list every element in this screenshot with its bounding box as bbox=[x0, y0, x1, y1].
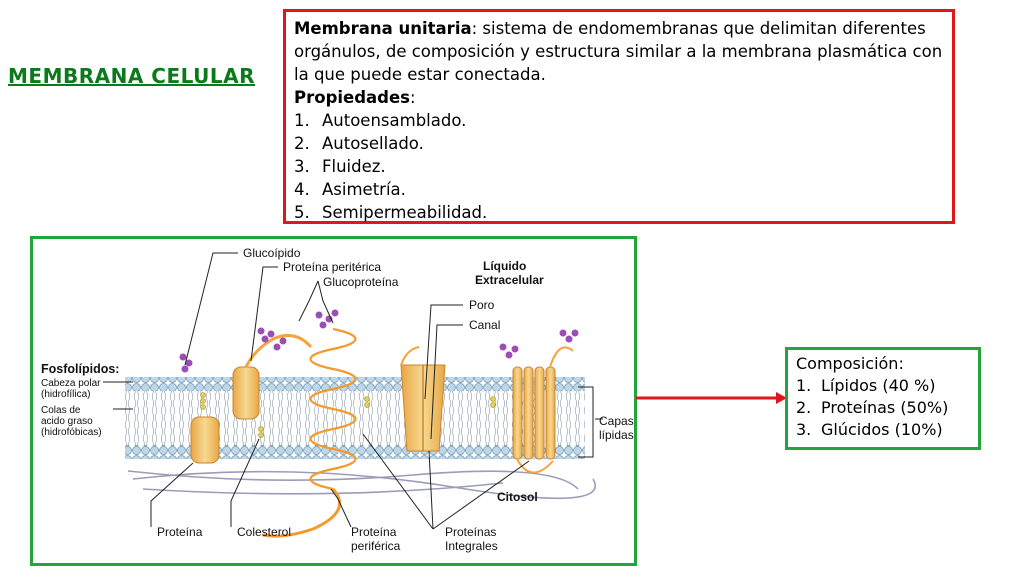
label-glucoproteina: Glucoproteína bbox=[323, 275, 399, 289]
label-colas-1: Colas de bbox=[41, 405, 81, 416]
definition-body: : sistema de endomembranas que delimitan… bbox=[294, 19, 943, 84]
label-proteinas-integrales-1: Proteínas bbox=[445, 525, 496, 539]
list-item: 1.Autoensamblado. bbox=[294, 111, 467, 130]
label-glucolipido: Glucoípido bbox=[243, 246, 301, 260]
page-title: MEMBRANA CELULAR bbox=[8, 64, 256, 88]
label-cabeza-2: (hidrofílica) bbox=[41, 389, 90, 400]
definition-box: Membrana unitaria: sistema de endomembra… bbox=[283, 9, 955, 224]
sugar-chains bbox=[179, 309, 579, 373]
list-item: 2.Autosellado. bbox=[294, 134, 424, 153]
label-cabeza-1: Cabeza polar bbox=[41, 378, 101, 389]
properties-heading-line: Propiedades: bbox=[294, 86, 944, 109]
label-fosfolipidos: Fosfolípidos: bbox=[41, 362, 119, 376]
label-proteina-periferica-top: Proteína peritérica bbox=[283, 260, 381, 274]
channel-protein bbox=[400, 346, 446, 452]
composition-heading: Composición: bbox=[796, 354, 904, 373]
label-liquido-1: Líquido bbox=[483, 259, 526, 273]
label-proteinas-integrales-2: Integrales bbox=[445, 539, 498, 553]
membrane-diagram-box: Glucoípido Proteína peritérica Glucoprot… bbox=[30, 236, 637, 566]
label-canal: Canal bbox=[469, 318, 500, 332]
composition-box: Composición: 1.Lípidos (40 %) 2.Proteína… bbox=[785, 347, 981, 450]
cholesterol-molecules bbox=[200, 392, 496, 438]
list-item: 4.Asimetría. bbox=[294, 180, 406, 199]
list-item: 2.Proteínas (50%) bbox=[796, 398, 949, 417]
label-liquido-2: Extracelular bbox=[475, 273, 544, 287]
protein-shape bbox=[190, 416, 220, 464]
composition-list: 1.Lípidos (40 %) 2.Proteínas (50%) 3.Glú… bbox=[796, 375, 970, 441]
properties-colon: : bbox=[410, 88, 416, 107]
label-poro: Poro bbox=[469, 298, 495, 312]
list-item: 5.Semipermeabilidad. bbox=[294, 203, 488, 222]
membrane-diagram: Glucoípido Proteína peritérica Glucoprot… bbox=[41, 246, 634, 553]
peripheral-protein-shape bbox=[232, 366, 260, 420]
label-capas-2: lípidas bbox=[599, 428, 634, 442]
label-colesterol: Colesterol bbox=[237, 525, 291, 539]
properties-heading: Propiedades bbox=[294, 88, 410, 107]
list-item: 1.Lípidos (40 %) bbox=[796, 376, 936, 395]
label-proteina: Proteína bbox=[157, 525, 203, 539]
label-citosol: Citosol bbox=[497, 490, 538, 504]
label-colas-3: (hidrofóbicas) bbox=[41, 427, 102, 438]
definition-text: Membrana unitaria: sistema de endomembra… bbox=[294, 17, 944, 86]
arrow-to-composition bbox=[636, 392, 787, 404]
list-item: 3.Fluidez. bbox=[294, 157, 386, 176]
leader-lines bbox=[103, 252, 603, 530]
definition-term: Membrana unitaria bbox=[294, 19, 472, 38]
cytoskeleton-fibres bbox=[127, 470, 596, 500]
list-item: 3.Glúcidos (10%) bbox=[796, 420, 943, 439]
label-colas-2: acido graso bbox=[41, 416, 93, 427]
label-capas-1: Capas bbox=[599, 414, 634, 428]
properties-list: 1.Autoensamblado. 2.Autosellado. 3.Fluid… bbox=[294, 109, 944, 224]
label-proteina-periferica-bottom-2: periférica bbox=[351, 539, 401, 553]
label-proteina-periferica-bottom-1: Proteína bbox=[351, 525, 397, 539]
integral-protein bbox=[512, 346, 574, 474]
